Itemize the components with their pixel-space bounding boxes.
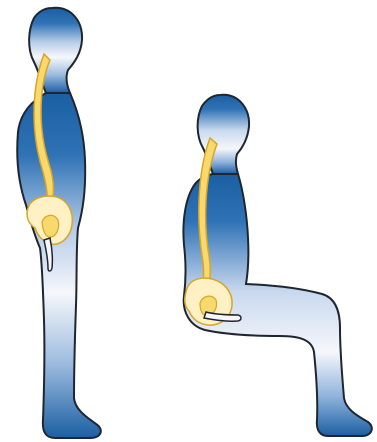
standing-body	[17, 93, 101, 438]
standing-figure	[17, 8, 101, 438]
sitting-figure	[183, 95, 371, 436]
standing-pelvis-inner	[42, 215, 59, 237]
